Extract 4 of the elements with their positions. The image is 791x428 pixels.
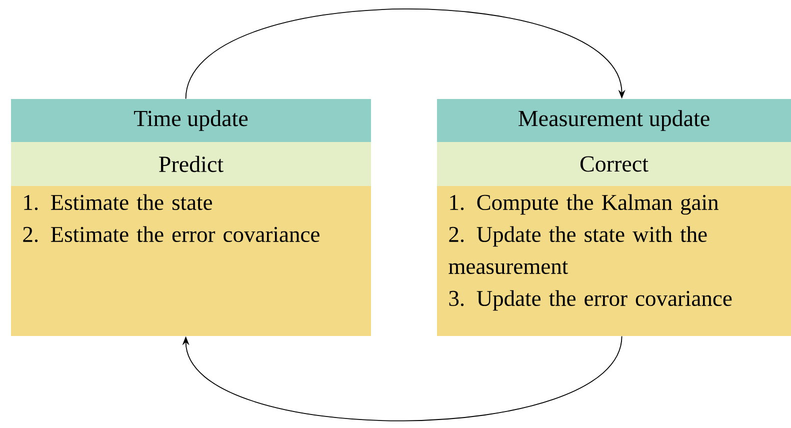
arrow (185, 8, 626, 100)
process-box: Time update Predict 1. Estimate the state 2. Estimate the error covariance (11, 99, 371, 336)
arrow (182, 336, 622, 422)
process-box: Measurement update Correct 1. Compute the Kalman gain 2. Update the state with the measurement 3. Update the error covariance (437, 99, 791, 336)
